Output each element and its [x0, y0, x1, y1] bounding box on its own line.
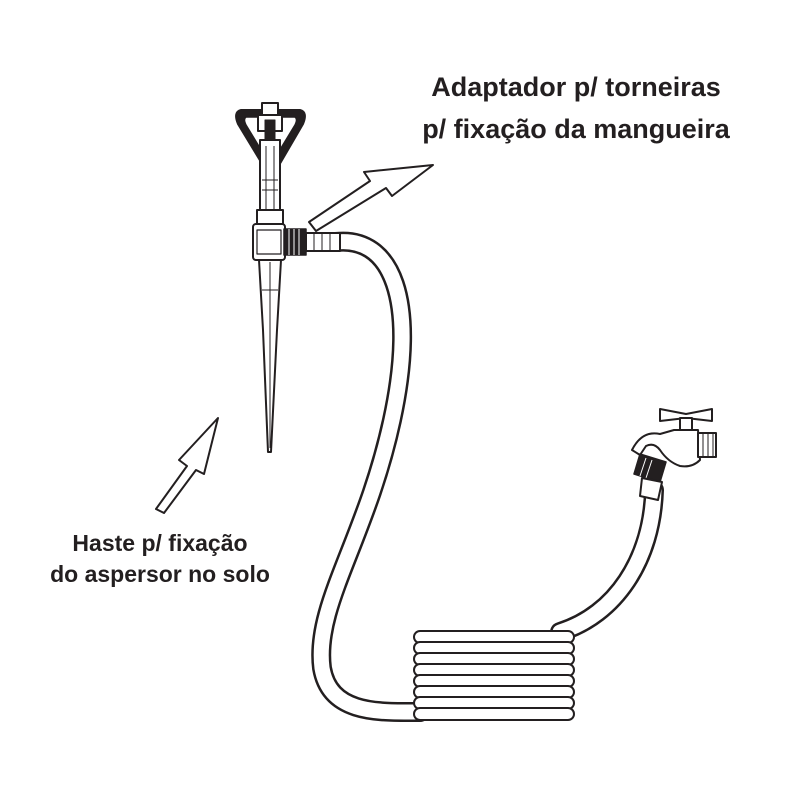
stake-pointer-arrow [155, 417, 219, 514]
sprinkler [235, 102, 341, 453]
adapter-pointer-arrow [308, 164, 434, 232]
adapter-label-line-2: p/ fixação da mangueira [422, 114, 731, 144]
hose-faucet-run-fill [552, 482, 662, 640]
adapter-label-line-1: Adaptador p/ torneiras [431, 72, 721, 102]
hose-coil [413, 630, 575, 721]
stake-label: Haste p/ fixação do aspersor no solo [50, 530, 270, 587]
hose-adapter [283, 228, 341, 256]
stake-label-line-2: do aspersor no solo [50, 561, 270, 587]
faucet-handle [659, 408, 713, 422]
sprinkler-riser [259, 139, 281, 219]
garden-hose [311, 231, 664, 723]
sprinkler-nozzle-core [264, 119, 276, 141]
faucet-body [631, 429, 701, 468]
faucet-hose-connector [633, 453, 667, 483]
stake-label-line-1: Haste p/ fixação [72, 530, 247, 556]
sprinkler-collar [256, 209, 284, 225]
water-faucet [631, 408, 717, 501]
sprinkler-nozzle-cap [261, 102, 279, 116]
hose-run-fill [313, 234, 428, 720]
adapter-label: Adaptador p/ torneiras p/ fixação da man… [422, 72, 731, 144]
